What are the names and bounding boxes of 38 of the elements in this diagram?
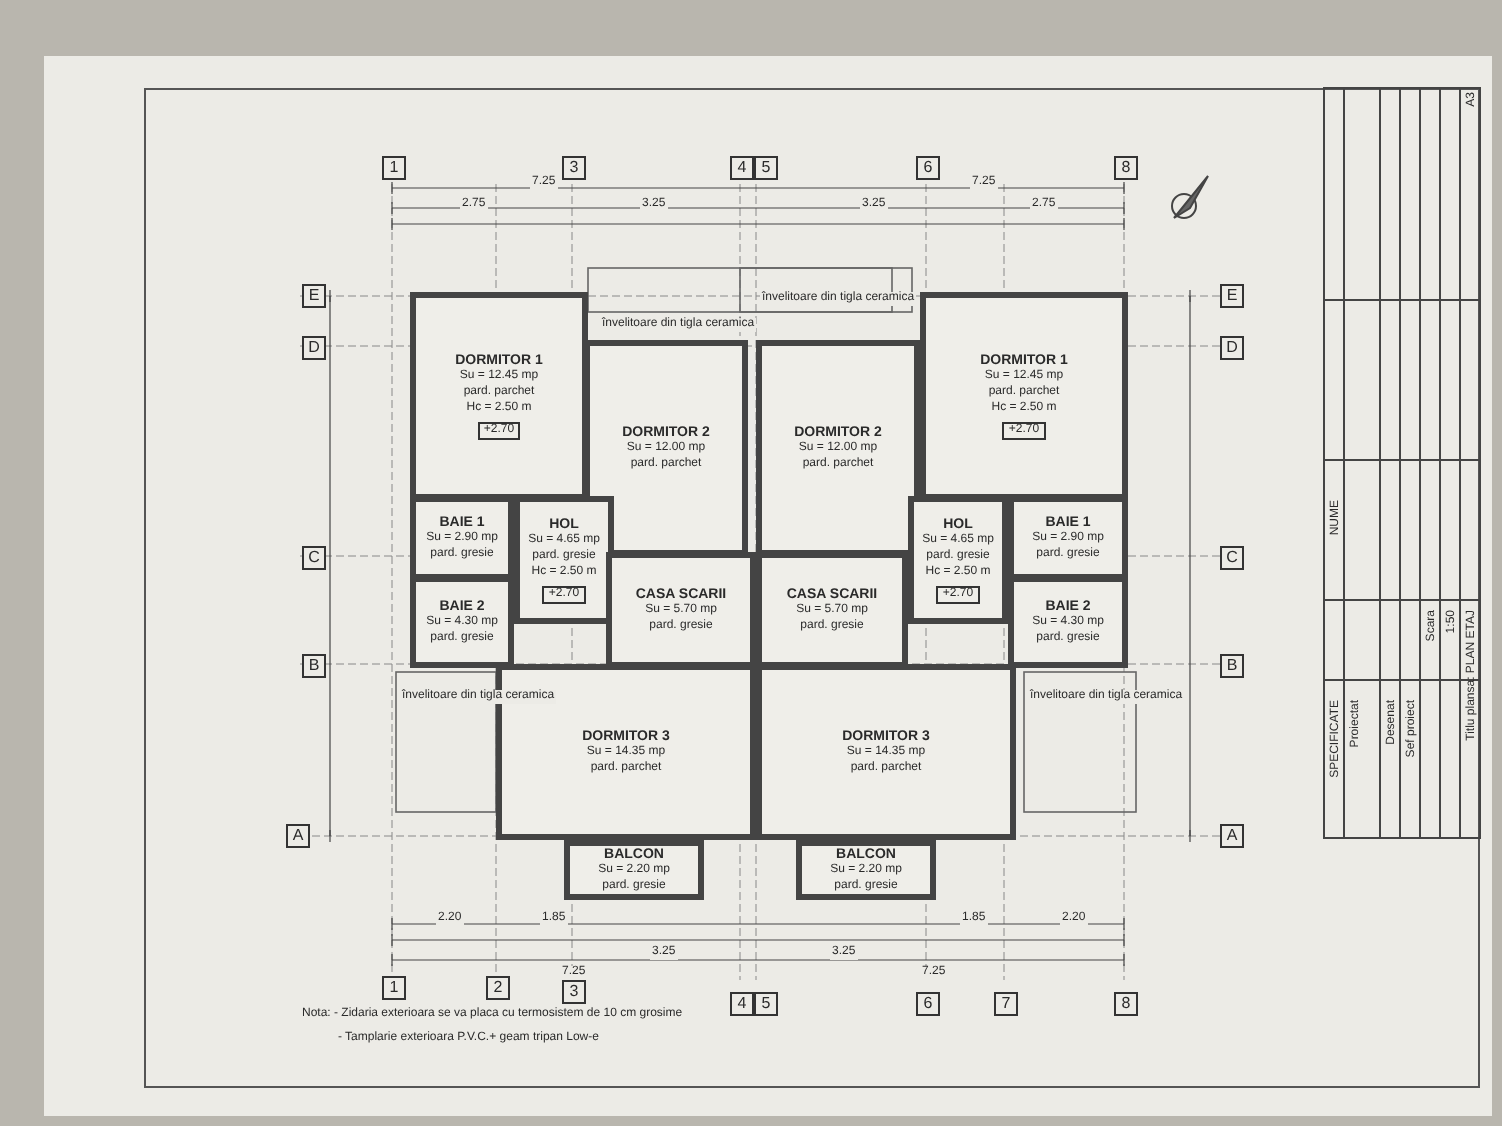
grid-axis-label: 8: [1114, 992, 1138, 1016]
grid-axis-label: 7: [994, 992, 1018, 1016]
grid-axis-label: 5: [754, 992, 778, 1016]
room-outline: [756, 552, 908, 668]
grid-axis-label: C: [302, 546, 326, 570]
grid-axis-label: 5: [754, 156, 778, 180]
room-outline: [1008, 496, 1128, 580]
room-outline: [908, 496, 1008, 624]
grid-axis-label: 8: [1114, 156, 1138, 180]
grid-axis-label: B: [302, 654, 326, 678]
room-outline: [796, 840, 936, 900]
grid-axis-label: A: [286, 824, 310, 848]
room-outline: [756, 340, 920, 556]
grid-axis-label: 3: [562, 980, 586, 1004]
grid-axis-label: C: [1220, 546, 1244, 570]
grid-axis-label: D: [302, 336, 326, 360]
grid-axis-label: 1: [382, 976, 406, 1000]
grid-axis-label: E: [1220, 284, 1244, 308]
grid-axis-label: 6: [916, 156, 940, 180]
grid-axis-label: A: [1220, 824, 1244, 848]
grid-axis-label: 4: [730, 156, 754, 180]
room-outline: [410, 496, 514, 580]
grid-axis-label: B: [1220, 654, 1244, 678]
room-outline: [920, 292, 1128, 500]
room-outline: [756, 664, 1016, 840]
room-outline: [606, 552, 756, 668]
room-outline: [564, 840, 704, 900]
grid-axis-label: E: [302, 284, 326, 308]
room-outline: [1008, 576, 1128, 668]
grid-axis-label: 6: [916, 992, 940, 1016]
grid-axis-label: 3: [562, 156, 586, 180]
grid-axis-label: 1: [382, 156, 406, 180]
grid-axis-label: 4: [730, 992, 754, 1016]
room-outline: [514, 496, 614, 624]
grid-axis-label: D: [1220, 336, 1244, 360]
room-outline: [410, 292, 588, 500]
grid-axis-label: 2: [486, 976, 510, 1000]
room-outline: [410, 576, 514, 668]
